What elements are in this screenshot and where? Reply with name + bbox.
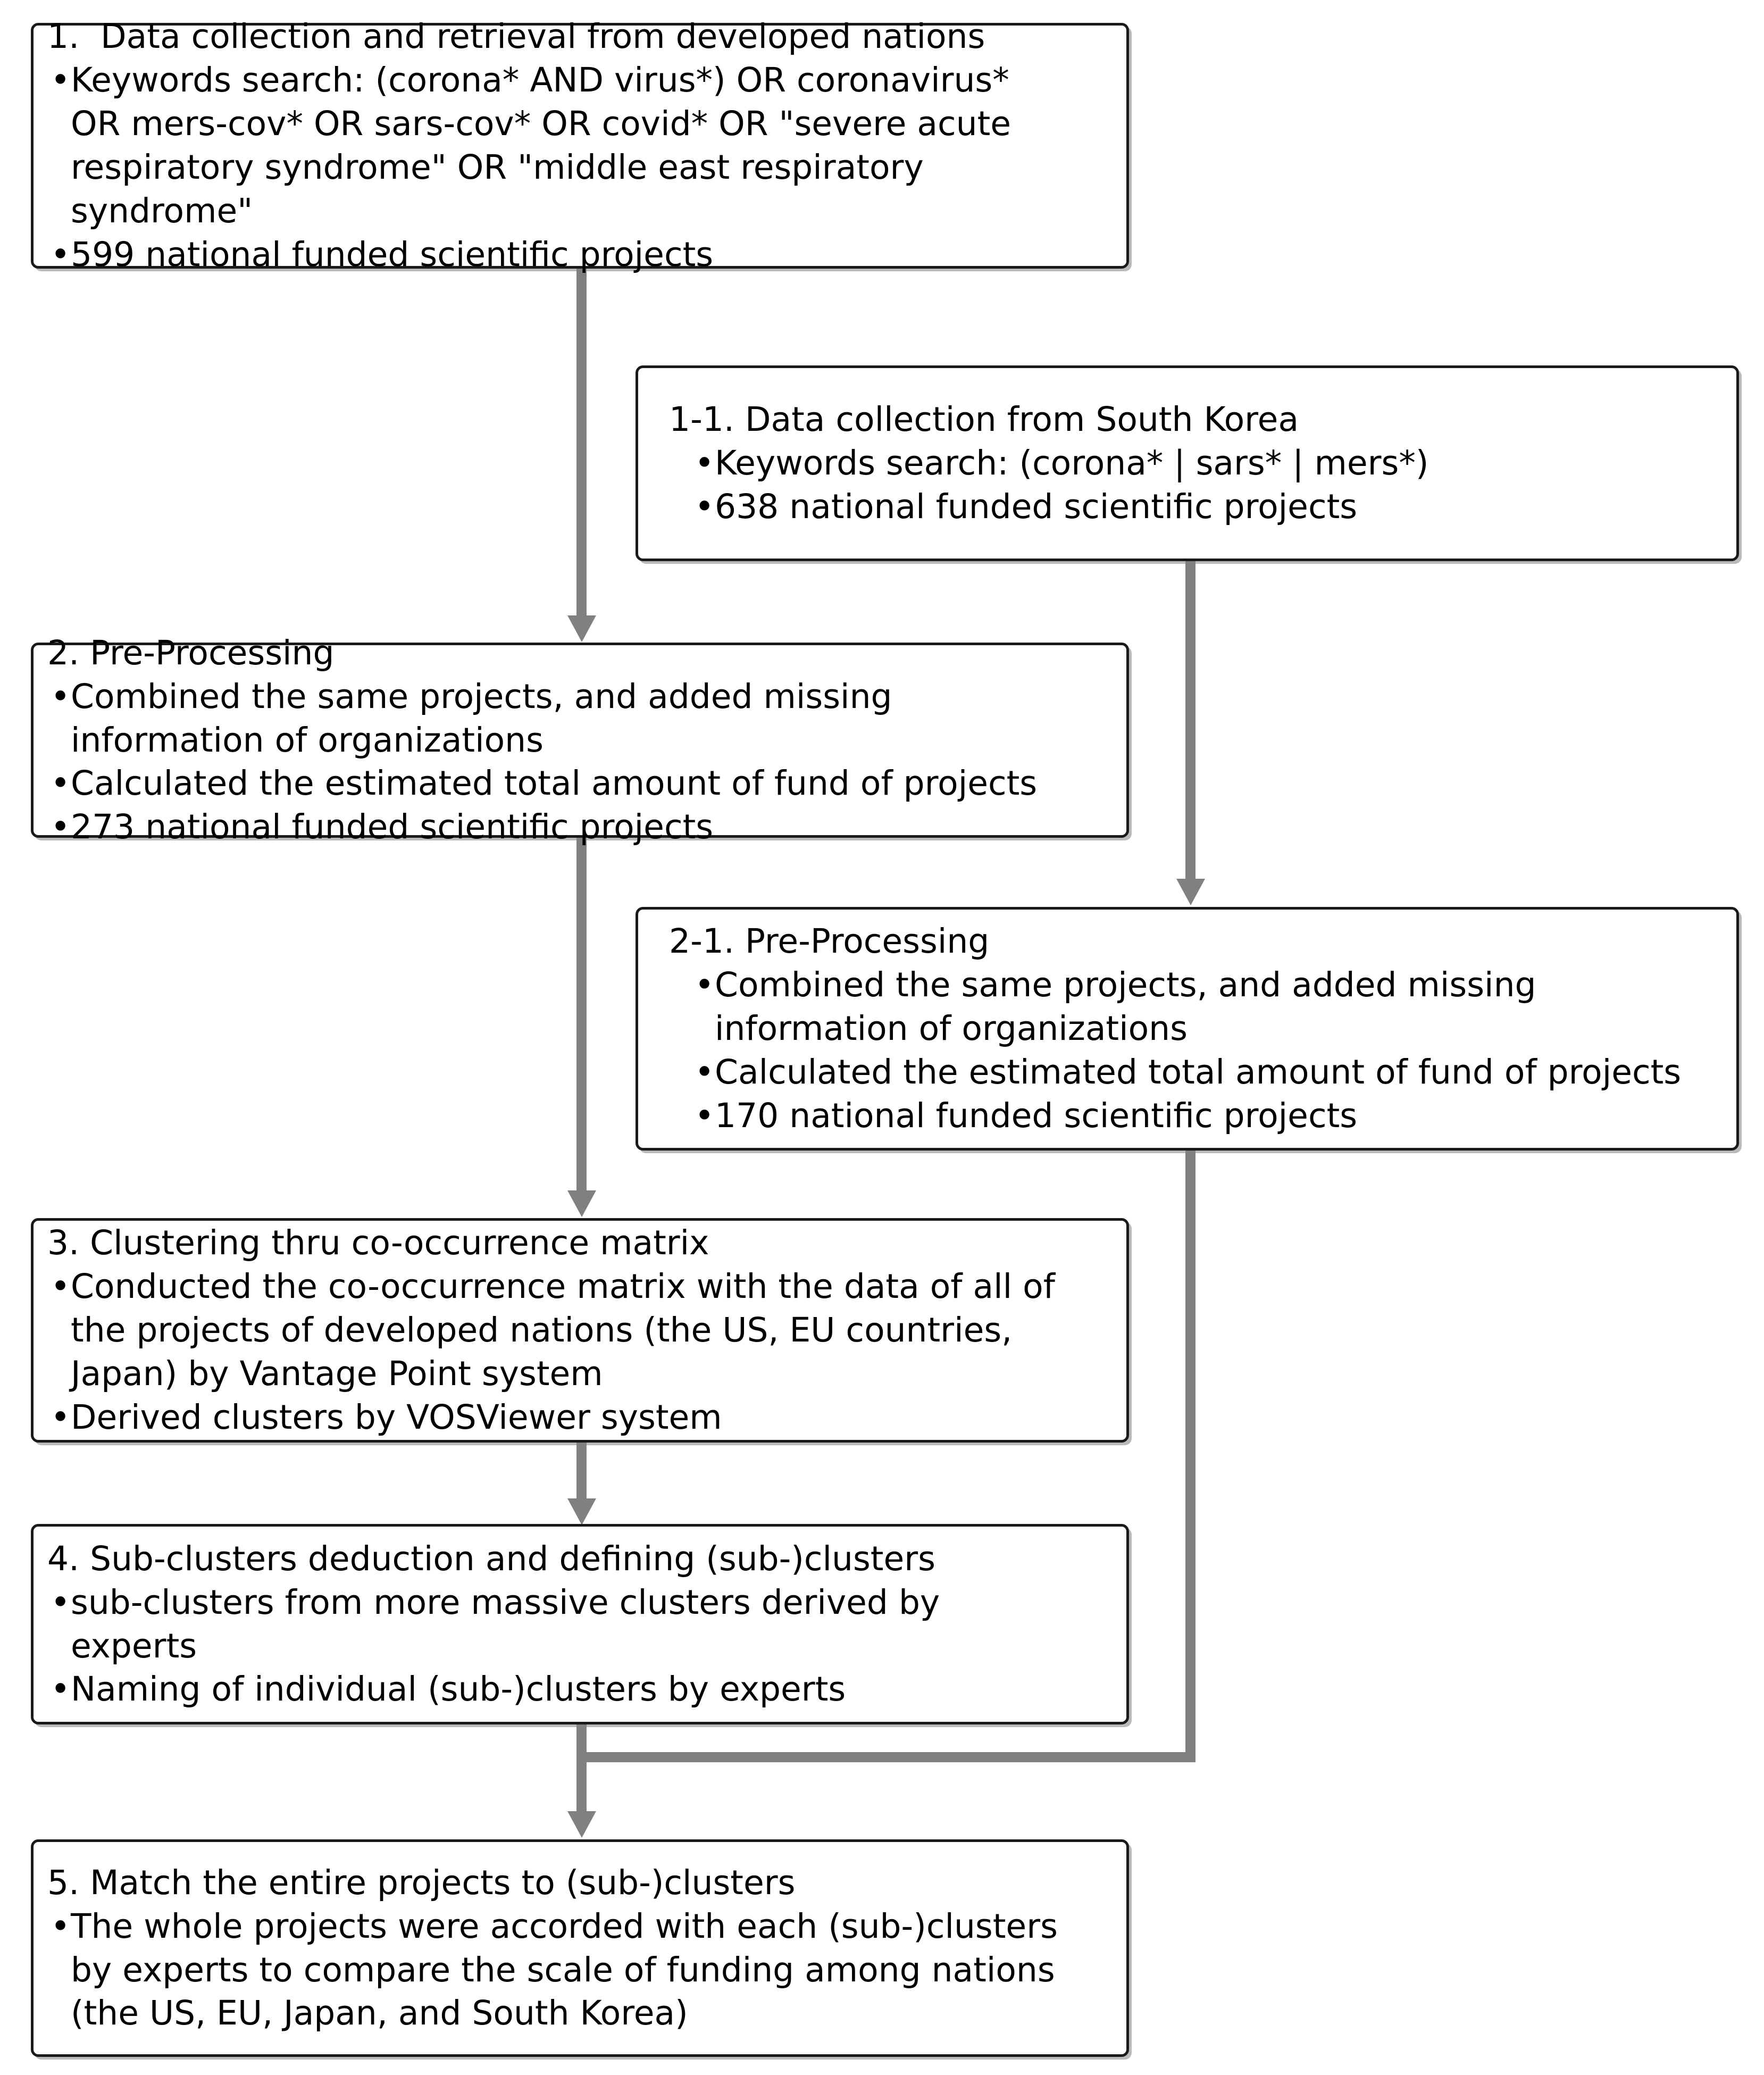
list-item: Calculated the estimated total amount of…	[47, 762, 1113, 805]
list-item: Keywords search: (corona* | sars* | mers…	[691, 441, 1723, 485]
list-item: Calculated the estimated total amount of…	[691, 1051, 1723, 1094]
connector-step4-to-step5	[576, 1724, 587, 1815]
node-step1-data-collection[interactable]: 1. Data collection and retrieval from de…	[31, 17, 1129, 277]
list-item: Combined the same projects, and added mi…	[691, 963, 1723, 1051]
node-step5-match-projects[interactable]: 5. Match the entire projects to (sub-)cl…	[31, 1839, 1129, 2057]
node-step3-clustering[interactable]: 3. Clustering thru co-occurrence matrix …	[31, 1218, 1129, 1443]
node-bullet-list: sub-clusters from more massive clusters …	[47, 1581, 1113, 1712]
node-title: 1-1. Data collection from South Korea	[669, 400, 1299, 439]
node-bullet-list: Conducted the co-occurrence matrix with …	[47, 1265, 1113, 1439]
list-item: Conducted the co-occurrence matrix with …	[47, 1265, 1113, 1396]
list-item: Derived clusters by VOSViewer system	[47, 1396, 1113, 1439]
list-item: 170 national funded scientific projects	[691, 1094, 1723, 1138]
node-title: 2-1. Pre-Processing	[669, 922, 990, 961]
arrowhead-step3	[567, 1190, 596, 1217]
node-title: 2. Pre-Processing	[47, 633, 335, 672]
connector-step1-1-to-step2-1	[1185, 561, 1195, 880]
list-item: sub-clusters from more massive clusters …	[47, 1581, 1113, 1668]
node-step4-sub-clusters[interactable]: 4. Sub-clusters deduction and defining (…	[31, 1524, 1129, 1724]
list-item: 273 national funded scientific projects	[47, 805, 1113, 849]
arrowhead-step4	[567, 1498, 596, 1525]
list-item: Naming of individual (sub-)clusters by e…	[47, 1668, 1113, 1711]
node-bullet-list: Combined the same projects, and added mi…	[652, 963, 1723, 1138]
connector-merge-horizontal	[576, 1752, 1195, 1762]
list-item: Combined the same projects, and added mi…	[47, 675, 1113, 762]
connector-step2-to-step3	[576, 838, 587, 1191]
list-item: The whole projects were accorded with ea…	[47, 1905, 1113, 2036]
node-step2-1-pre-processing-korea[interactable]: 2-1. Pre-Processing Combined the same pr…	[636, 907, 1739, 1151]
connector-step2-1-to-merge	[1185, 1151, 1195, 1762]
node-title: 5. Match the entire projects to (sub-)cl…	[47, 1863, 796, 1902]
node-bullet-list: Keywords search: (corona* AND virus*) OR…	[47, 59, 1113, 276]
arrowhead-step2	[567, 615, 596, 642]
list-item: Keywords search: (corona* AND virus*) OR…	[47, 59, 1113, 233]
arrowhead-step2-1	[1176, 879, 1205, 905]
list-item: 638 national funded scientific projects	[691, 485, 1723, 529]
node-bullet-list: Keywords search: (corona* | sars* | mers…	[652, 441, 1723, 529]
node-title: 3. Clustering thru co-occurrence matrix	[47, 1223, 709, 1263]
node-bullet-list: The whole projects were accorded with ea…	[47, 1905, 1113, 2036]
node-title: 4. Sub-clusters deduction and defining (…	[47, 1539, 935, 1578]
node-bullet-list: Combined the same projects, and added mi…	[47, 675, 1113, 849]
connector-step3-to-step4	[576, 1443, 587, 1501]
node-step1-1-data-collection-korea[interactable]: 1-1. Data collection from South Korea Ke…	[636, 365, 1739, 561]
connector-step1-to-step2	[576, 269, 587, 617]
list-item: 599 national funded scientific projects	[47, 233, 1113, 277]
node-step2-pre-processing[interactable]: 2. Pre-Processing Combined the same proj…	[31, 634, 1129, 849]
node-title: 1. Data collection and retrieval from de…	[47, 17, 985, 56]
arrowhead-step5	[567, 1811, 596, 1838]
